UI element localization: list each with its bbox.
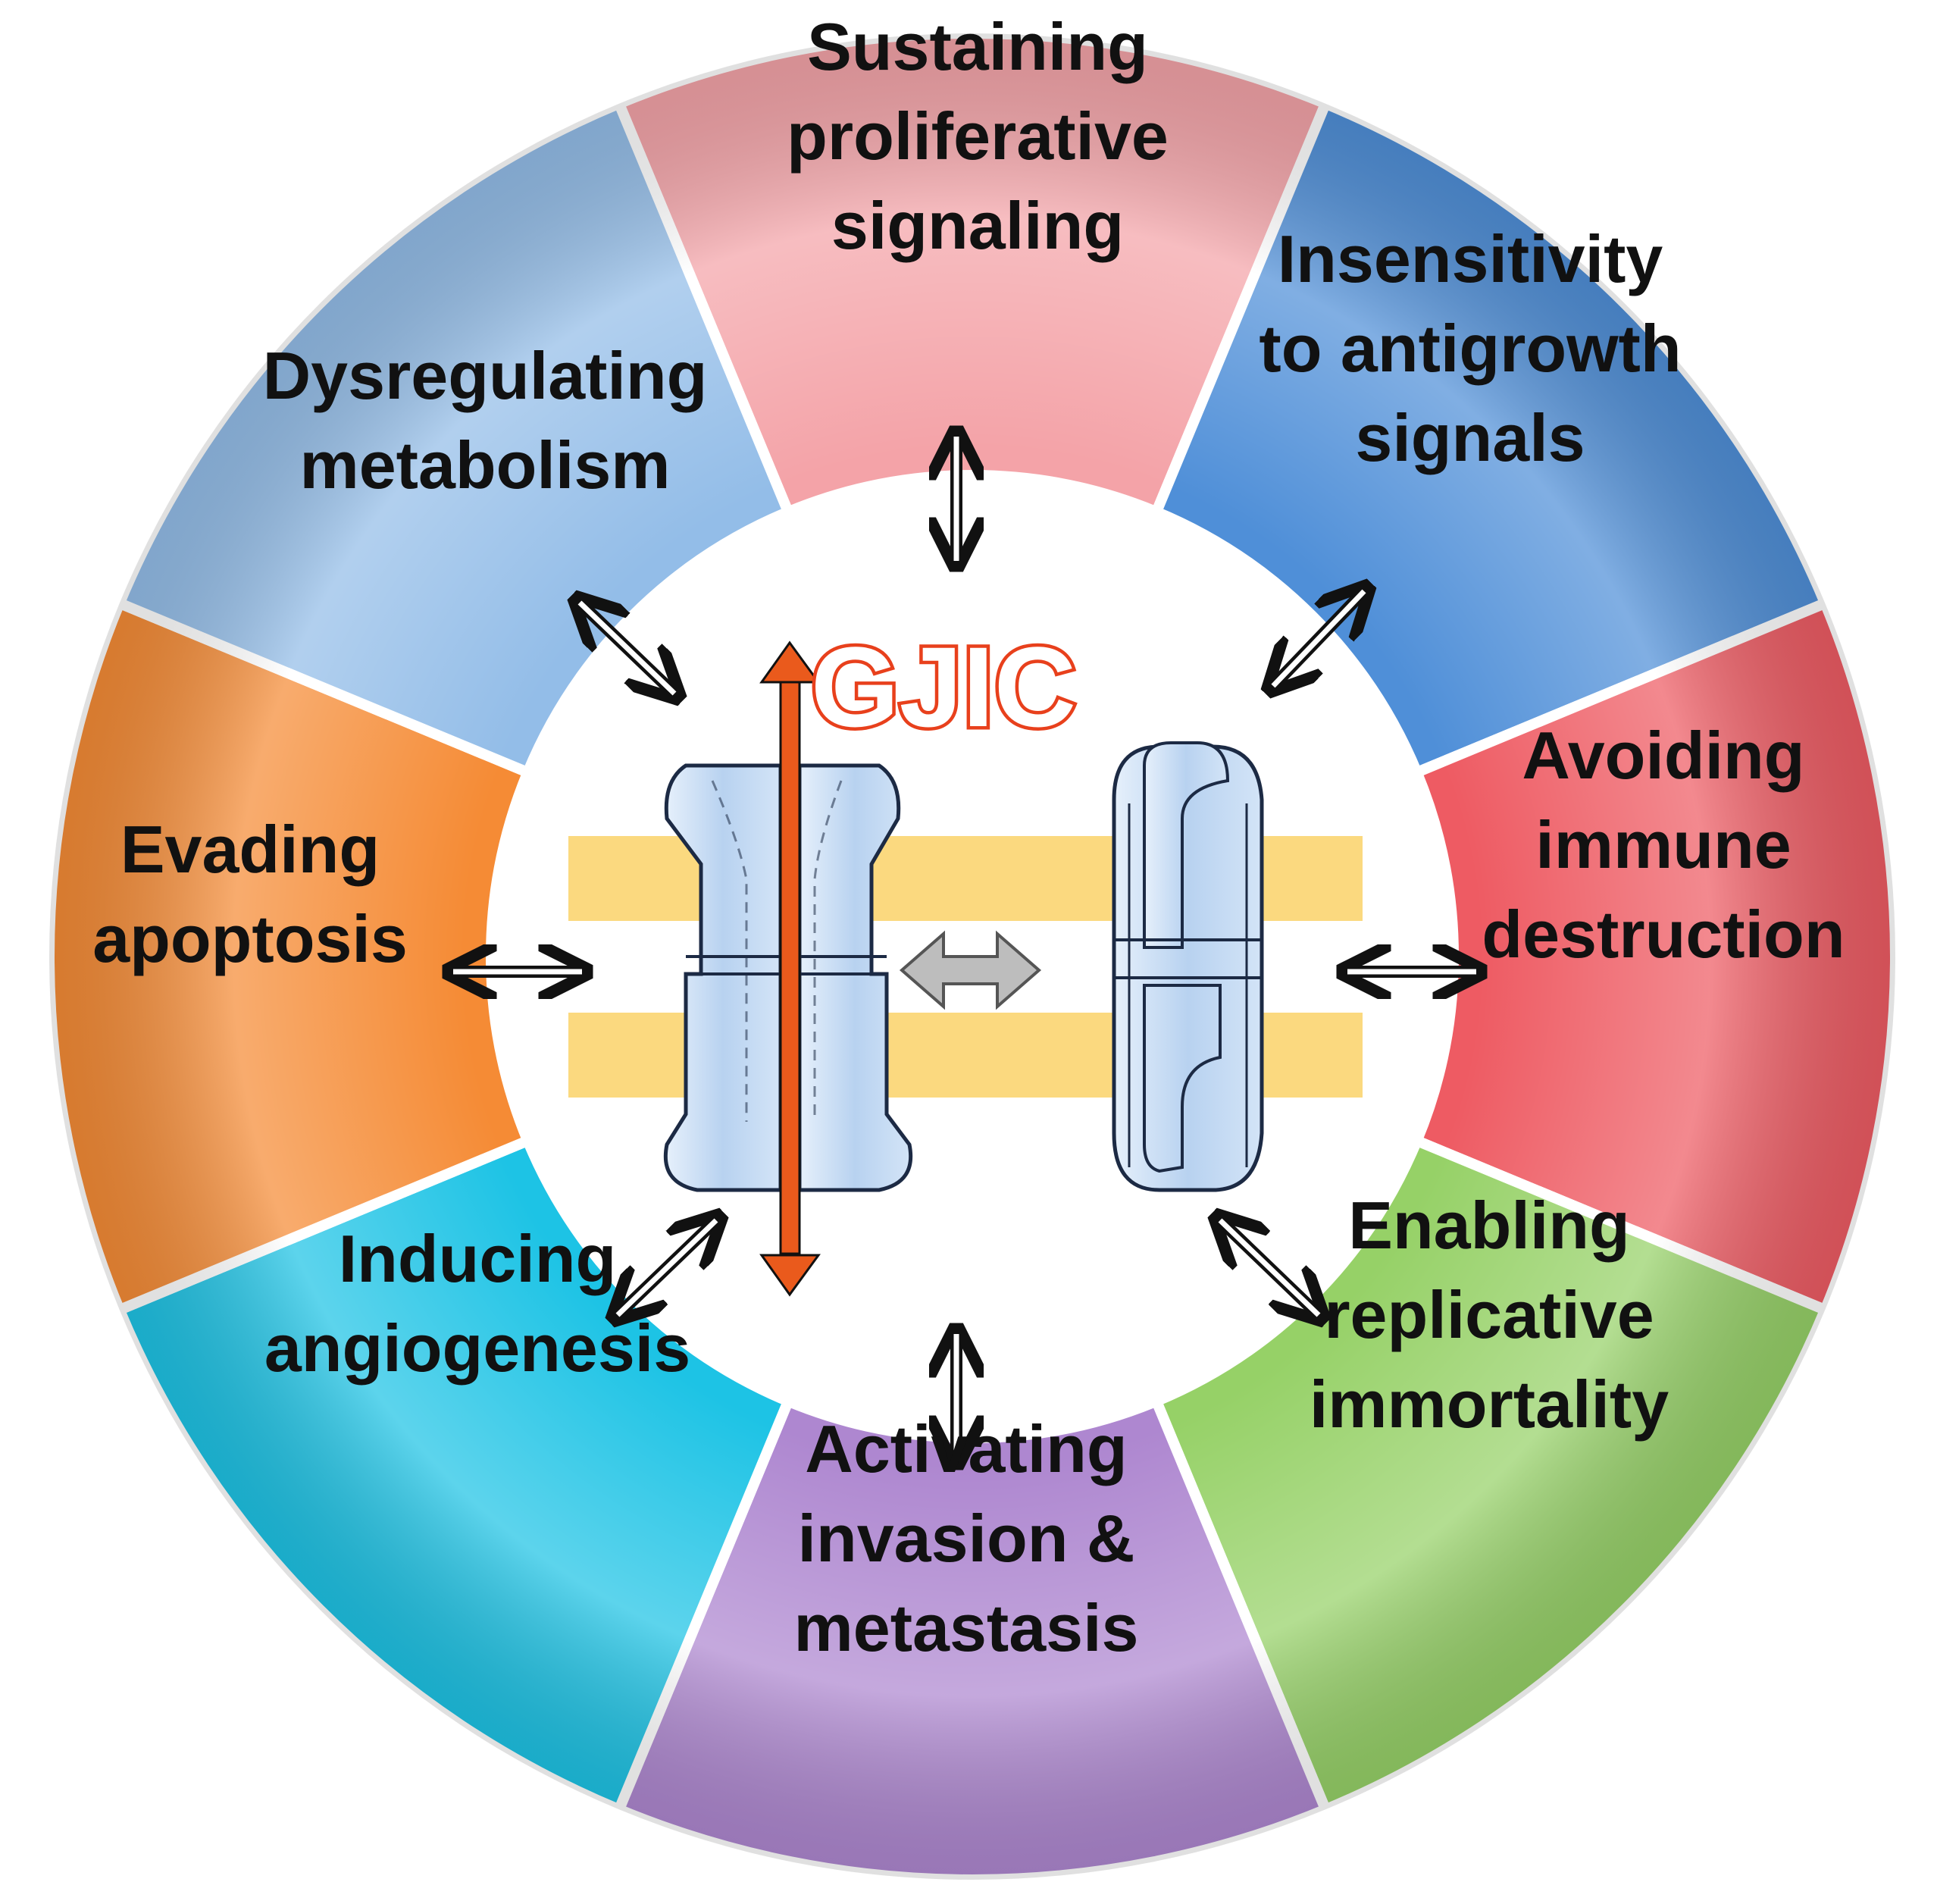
label-immortality-line-2: replicative <box>1324 1277 1654 1352</box>
closed-gap-junction-channel <box>1112 741 1264 1192</box>
label-invasion-line-1: Activating <box>805 1411 1127 1486</box>
label-angiogenesis-line-1: Inducing <box>339 1221 617 1296</box>
label-antigrowth-line-1: Insensitivity <box>1278 221 1663 296</box>
label-proliferative-line-2: proliferative <box>787 99 1169 174</box>
gjic-flow-arrow <box>759 640 821 1297</box>
arrow-antigrowth <box>1273 591 1364 686</box>
label-antigrowth-line-2: to antigrowth <box>1259 311 1681 386</box>
gjic-label: GJIC <box>811 623 1076 750</box>
label-antigrowth: Insensitivity to antigrowth signals <box>1259 221 1681 475</box>
open-gap-junction-channel <box>663 763 913 1192</box>
label-immune-line-3: destruction <box>1482 897 1845 972</box>
label-immortality-line-1: Enabling <box>1348 1188 1630 1263</box>
label-angiogenesis-line-2: angiogenesis <box>264 1311 690 1386</box>
label-immortality-line-3: immortality <box>1310 1367 1669 1442</box>
label-apoptosis-line-2: apoptosis <box>92 901 408 976</box>
label-apoptosis: Evading apoptosis <box>92 812 408 976</box>
label-invasion: Activating invasion & metastasis <box>794 1411 1139 1665</box>
arrow-angiogenesis <box>618 1220 716 1315</box>
hallmark-labels: Sustaining proliferative signaling Insensit… <box>92 9 1845 1665</box>
arrow-metabolism <box>580 603 674 694</box>
label-immune-line-1: Avoiding <box>1522 718 1804 793</box>
interaction-arrows <box>453 437 1476 1459</box>
label-immune-line-2: immune <box>1535 807 1791 882</box>
channel-transition-arrow <box>899 930 1042 1010</box>
label-immune: Avoiding immune destruction <box>1482 718 1845 972</box>
label-apoptosis-line-1: Evading <box>120 812 380 887</box>
label-antigrowth-line-3: signals <box>1355 400 1585 475</box>
label-immortality: Enabling replicative immortality <box>1310 1188 1669 1442</box>
label-metabolism-line-1: Dysregulating <box>263 338 708 413</box>
label-metabolism: Dysregulating metabolism <box>263 338 708 503</box>
label-proliferative-line-1: Sustaining <box>807 9 1148 84</box>
label-invasion-line-2: invasion & <box>798 1501 1135 1576</box>
label-metabolism-line-2: metabolism <box>299 427 670 503</box>
label-proliferative: Sustaining proliferative signaling <box>787 9 1169 263</box>
label-invasion-line-3: metastasis <box>794 1590 1139 1665</box>
label-proliferative-line-3: signaling <box>831 188 1124 263</box>
arrow-immortality <box>1220 1220 1319 1315</box>
label-angiogenesis: Inducing angiogenesis <box>264 1221 690 1386</box>
